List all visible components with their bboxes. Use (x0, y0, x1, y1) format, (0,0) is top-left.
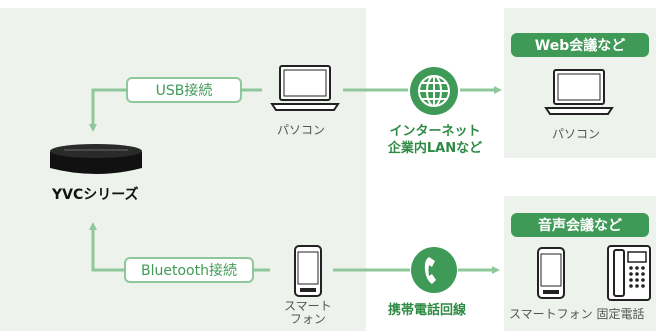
smartphone-label: スマート フォン (284, 299, 332, 326)
audio-meeting-title: 音声会議など (511, 213, 649, 237)
device-label: YVCシリーズ (52, 187, 139, 203)
web-meeting-title: Web会議など (511, 33, 649, 57)
globe-icon (410, 67, 458, 115)
pc-label: パソコン (277, 123, 326, 137)
phone-line-icon (411, 247, 457, 293)
internet-label: インターネット 企業内LANなど (387, 124, 483, 156)
phone-line-label: 携帯電話回線 (388, 303, 467, 318)
yvc-speakerphone-icon (50, 144, 142, 174)
landline-phone-icon (607, 245, 651, 301)
remote-laptop-icon (544, 69, 614, 115)
smartphone-icon (294, 245, 322, 297)
remote-smartphone-icon (537, 247, 565, 299)
bluetooth-connection-label: Bluetooth接続 (124, 257, 254, 283)
remote-devices-label: スマートフォン 固定電話 (509, 308, 645, 320)
laptop-icon (270, 65, 340, 111)
usb-connection-label: USB接続 (126, 77, 242, 103)
remote-pc-label: パソコン (552, 127, 601, 141)
